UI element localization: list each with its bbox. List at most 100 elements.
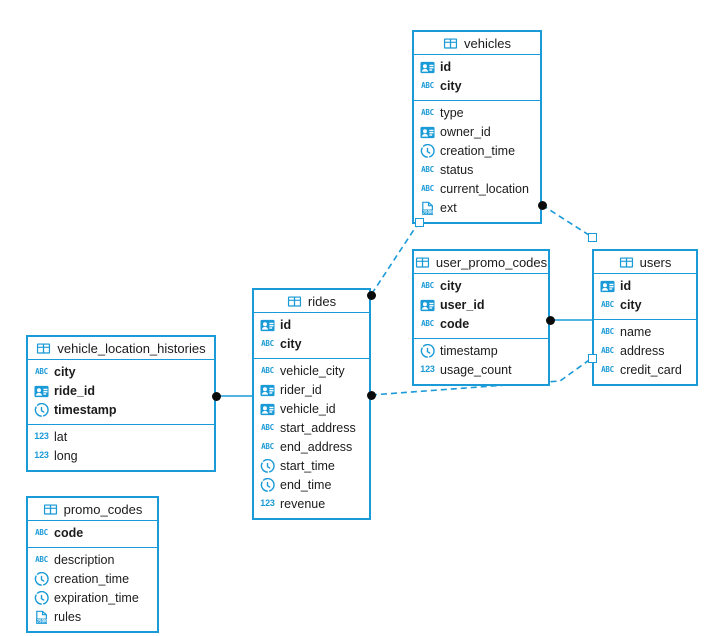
field-label: status [440,163,474,178]
field-label: ride_id [54,384,95,399]
field-row-promo_codes-expiration_time[interactable]: expiration_time [28,589,157,608]
field-row-vehicles-owner_id[interactable]: owner_id [414,123,540,142]
entity-header-vehicle_location_histories[interactable]: vehicle_location_histories [28,337,214,360]
field-label: city [440,279,462,294]
field-row-rides-end_time[interactable]: end_time [254,476,369,495]
id-badge-icon [34,384,49,399]
table-grid-icon [443,36,458,51]
table-grid-icon [36,341,51,356]
field-label: code [54,526,84,541]
field-row-rides-rider_id[interactable]: rider_id [254,381,369,400]
table-grid-icon [619,255,634,270]
field-row-users-id[interactable]: id [594,277,696,296]
entity-title: vehicle_location_histories [57,340,206,356]
field-row-vehicle_location_histories-timestamp[interactable]: timestamp [28,401,214,420]
field-row-vehicles-id[interactable]: id [414,58,540,77]
field-row-user_promo_codes-timestamp[interactable]: timestamp [414,342,548,361]
abc-string-icon: ABC [601,345,614,355]
entity-header-users[interactable]: users [594,251,696,274]
field-label: name [620,325,652,340]
entity-header-vehicles[interactable]: vehicles [414,32,540,55]
abc-string-icon: ABC [421,280,434,290]
field-label: id [440,60,452,75]
json-document-icon: JSON [420,201,435,216]
abc-string-icon: ABC [35,527,48,537]
clock-icon [34,591,49,606]
field-label: creation_time [54,572,130,587]
field-label: lat [54,430,68,445]
field-row-user_promo_codes-usage_count[interactable]: 123 usage_count [414,361,548,380]
clock-icon [420,144,435,159]
field-label: usage_count [440,363,512,378]
clock-icon [34,403,49,418]
entity-header-rides[interactable]: rides [254,290,369,313]
abc-string-icon: ABC [601,326,614,336]
field-row-promo_codes-creation_time[interactable]: creation_time [28,570,157,589]
abc-string-icon: ABC [261,441,274,451]
field-label: description [54,553,115,568]
relationship-source-marker-one-vehicles-to-rides [414,217,424,227]
field-label: code [440,317,470,332]
field-row-vehicles-ext[interactable]: JSON ext [414,199,540,218]
field-row-user_promo_codes-city[interactable]: ABC city [414,277,548,296]
field-row-rides-start_time[interactable]: start_time [254,457,369,476]
number-123-icon: 123 [260,498,275,508]
number-123-icon: 123 [420,364,435,374]
abc-string-icon: ABC [261,422,274,432]
field-row-vehicle_location_histories-ride_id[interactable]: ride_id [28,382,214,401]
abc-string-icon: ABC [601,299,614,309]
id-badge-icon [260,383,275,398]
field-label: current_location [440,182,529,197]
abc-string-icon: ABC [261,365,274,375]
entity-title: user_promo_codes [435,254,548,270]
id-badge-icon [600,279,615,294]
entity-header-promo_codes[interactable]: promo_codes [28,498,157,521]
field-row-vehicles-creation_time[interactable]: creation_time [414,142,540,161]
clock-icon [34,572,49,587]
id-badge-icon [420,125,435,140]
field-row-promo_codes-code[interactable]: ABC code [28,524,157,543]
attribute-section-user_promo_codes: timestamp 123 usage_count [414,339,548,384]
id-badge-icon [260,318,275,333]
entity-header-user_promo_codes[interactable]: user_promo_codes [414,251,548,274]
field-label: user_id [440,298,485,313]
relationship-line-vehicles-to-users[interactable] [541,204,593,238]
svg-text:JSON: JSON [36,618,47,624]
field-row-rides-id[interactable]: id [254,316,369,335]
field-label: ext [440,201,457,216]
field-row-rides-start_address[interactable]: ABC start_address [254,419,369,438]
field-row-rides-vehicle_id[interactable]: vehicle_id [254,400,369,419]
field-row-user_promo_codes-user_id[interactable]: user_id [414,296,548,315]
field-label: timestamp [440,344,498,359]
field-row-users-name[interactable]: ABC name [594,323,696,342]
field-label: start_address [280,421,356,436]
